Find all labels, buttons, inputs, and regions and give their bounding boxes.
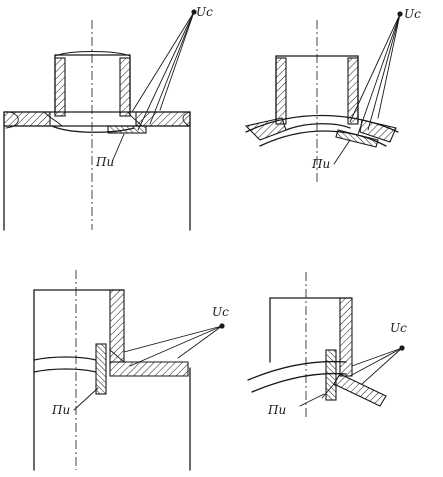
source-label: Uc — [212, 305, 229, 319]
panel-bottom-right: Uc Пи — [247, 272, 407, 420]
detector-label: Пи — [95, 155, 114, 169]
detector-plate — [107, 125, 147, 134]
radiation-source — [219, 323, 225, 329]
panel-bottom-left: Uc Пи — [33, 270, 229, 471]
detector-label: Пи — [267, 403, 286, 417]
branch-wall — [333, 373, 387, 407]
radiation-source — [191, 9, 197, 15]
source-label: Uc — [404, 7, 421, 21]
branch-wall — [109, 361, 189, 377]
detector-plate — [335, 129, 379, 148]
panel-top-right: Uc Пи — [244, 7, 421, 182]
shell-wall-vertical — [339, 297, 353, 377]
shell-wall-left — [3, 111, 51, 127]
nozzle-wall-right — [119, 57, 131, 117]
detector-label: Пи — [311, 157, 330, 171]
radiation-source — [399, 345, 405, 351]
nozzle-wall-right — [347, 57, 359, 125]
nozzle-wall-left — [54, 57, 66, 117]
radiation-source — [397, 11, 403, 17]
panel-top-left: Uc Пи — [3, 5, 213, 231]
detector-plate — [95, 343, 107, 395]
source-label: Uc — [196, 5, 213, 19]
nozzle-wall-left — [275, 57, 287, 125]
shell-wall-vertical — [109, 289, 125, 363]
detector-label: Пи — [51, 403, 70, 417]
detector-plate — [325, 349, 337, 401]
shell-wall-right — [135, 111, 191, 127]
source-label: Uc — [390, 321, 407, 335]
